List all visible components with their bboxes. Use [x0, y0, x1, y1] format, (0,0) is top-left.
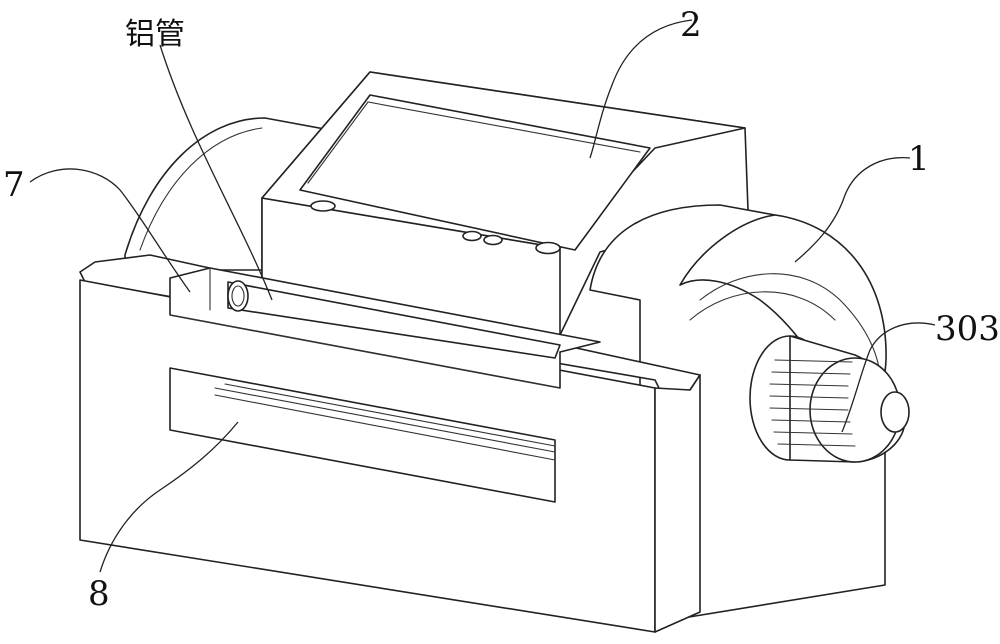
callout-7: 7: [3, 165, 25, 205]
callout-8: 8: [88, 574, 110, 614]
front-box: [80, 255, 700, 632]
knob-cap: [881, 392, 909, 432]
callout-aluminum-tube: 铝管: [125, 17, 185, 52]
callout-1: 1: [908, 139, 930, 179]
callout-303: 303: [935, 309, 1000, 349]
callout-2: 2: [680, 5, 702, 45]
indicator-light: [311, 201, 335, 211]
control-button-3: [536, 243, 560, 254]
control-button-2: [484, 236, 502, 245]
control-button-1: [463, 232, 481, 241]
